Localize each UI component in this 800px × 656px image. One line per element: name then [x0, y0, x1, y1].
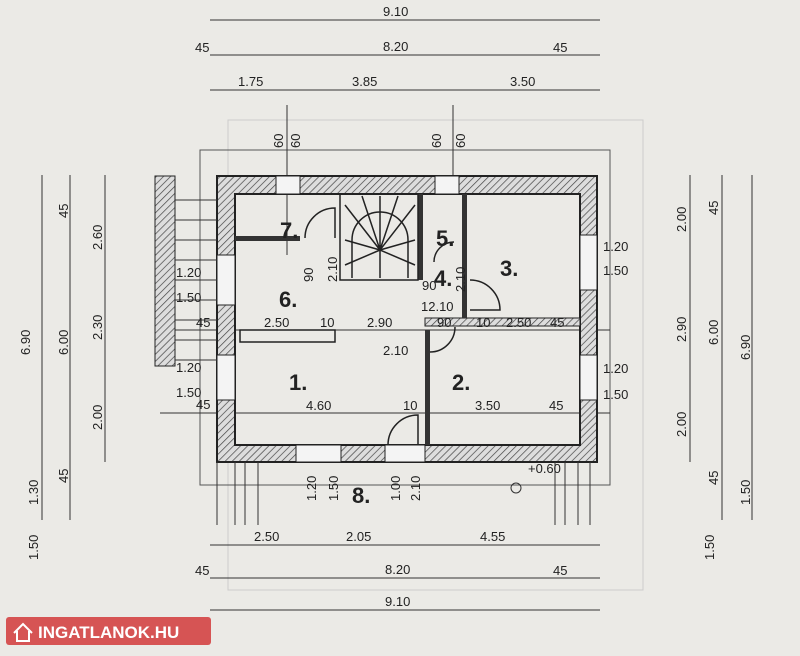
dim-parapet: 60: [271, 134, 286, 148]
dim-overall-top: 9.10: [383, 4, 408, 19]
dim-row2: 3.50: [475, 398, 500, 413]
dim-right-wall-bottom: 45: [706, 471, 721, 485]
watermark-logo: INGATLANOK.HU: [6, 617, 211, 645]
dim-top-inner: 8.20: [383, 39, 408, 54]
dim-row1: 2.50: [264, 315, 289, 330]
room-4-label: 4.: [434, 266, 452, 291]
dim-left-seg1: 2.60: [90, 225, 105, 250]
windows: [216, 175, 598, 463]
entry-steps: [175, 199, 591, 525]
dim-top-left-wall: 45: [195, 40, 209, 55]
window-height: 1.50: [603, 263, 628, 278]
window-height: 1.50: [176, 290, 201, 305]
room-2-label: 2.: [452, 370, 470, 395]
staircase: [339, 193, 419, 281]
dim-bottom-right-wall: 45: [553, 563, 567, 578]
dim-left-bottom1: 1.30: [26, 480, 41, 505]
opening-dim: 2.10: [408, 476, 423, 501]
room-7-label: 7.: [280, 218, 298, 243]
dim-left-wall-bottom: 45: [56, 469, 71, 483]
house-icon: [13, 622, 33, 642]
dim-left-total: 6.90: [18, 330, 33, 355]
dim-bottom-inner: 8.20: [385, 562, 410, 577]
wall-thickness: 45: [196, 397, 210, 412]
wall-thickness: 45: [196, 315, 210, 330]
dim-right-seg3: 2.00: [674, 412, 689, 437]
room-8-label: 8.: [352, 483, 370, 508]
door-width: 90: [422, 278, 436, 293]
door-swings: [304, 207, 501, 446]
dim-right-total-bottom: 1.50: [738, 480, 753, 505]
dim-bottom-seg1: 2.50: [254, 529, 279, 544]
dim-top-seg2: 3.85: [352, 74, 377, 89]
room-1-label: 1.: [289, 370, 307, 395]
opening-dim: 1.00: [388, 476, 403, 501]
dim-row1: 90: [437, 315, 451, 330]
door-height: 2.10: [453, 267, 468, 292]
window-width: 1.20: [176, 265, 201, 280]
dim-row2: 45: [549, 398, 563, 413]
level-mark: +0.60: [528, 461, 561, 476]
dim-row1: 45: [550, 315, 564, 330]
dim-parapet: 60: [429, 134, 444, 148]
dimension-lines: [41, 19, 753, 611]
dim-parapet: 60: [288, 134, 303, 148]
dim-top-seg1: 1.75: [238, 74, 263, 89]
room-3-label: 3.: [500, 256, 518, 281]
dim-bottom-seg3: 4.55: [480, 529, 505, 544]
dim-bottom-seg2: 2.05: [346, 529, 371, 544]
dim-parapet: 60: [453, 134, 468, 148]
dim-right-wall-top: 45: [706, 201, 721, 215]
door-width: 90: [301, 268, 316, 282]
window-height: 1.50: [603, 387, 628, 402]
window-width: 1.20: [603, 361, 628, 376]
dim-left-bottom2: 1.50: [26, 535, 41, 560]
dim-bottom-left-wall: 45: [195, 563, 209, 578]
dim-top-seg3: 3.50: [510, 74, 535, 89]
dim-left-seg2: 2.30: [90, 315, 105, 340]
window-width: 1.20: [603, 239, 628, 254]
dim-left-wall-top: 45: [56, 204, 71, 218]
dim-row2: 4.60: [306, 398, 331, 413]
dim-right-bottom: 1.50: [702, 535, 717, 560]
dim-right-inner: 6.00: [706, 320, 721, 345]
opening-dim: 1.20: [304, 476, 319, 501]
dim-right-seg1: 2.00: [674, 207, 689, 232]
window-height: 1.50: [176, 385, 201, 400]
dim-row2: 10: [403, 398, 417, 413]
dim-overall-bottom: 9.10: [385, 594, 410, 609]
terrace-outline: [199, 149, 611, 486]
door-height: 2.10: [383, 343, 408, 358]
window-width: 1.20: [176, 360, 201, 375]
watermark-text: INGATLANOK.HU: [38, 623, 179, 642]
opening-dim: 1.50: [326, 476, 341, 501]
room-6-label: 6.: [279, 287, 297, 312]
dim-right-total: 6.90: [738, 335, 753, 360]
dim-row1: 10: [320, 315, 334, 330]
room-5-label: 5.: [436, 226, 454, 251]
dim-right-seg2: 2.90: [674, 317, 689, 342]
stair-height: 2.10: [325, 257, 340, 282]
dim-left-inner: 6.00: [56, 330, 71, 355]
dim-row1: 2.90: [367, 315, 392, 330]
dim-row1: 2.50: [506, 315, 531, 330]
dim-mid: 12.10: [421, 299, 454, 314]
dim-top-right-wall: 45: [553, 40, 567, 55]
dim-row1: 10: [476, 315, 490, 330]
dim-left-seg3: 2.00: [90, 405, 105, 430]
